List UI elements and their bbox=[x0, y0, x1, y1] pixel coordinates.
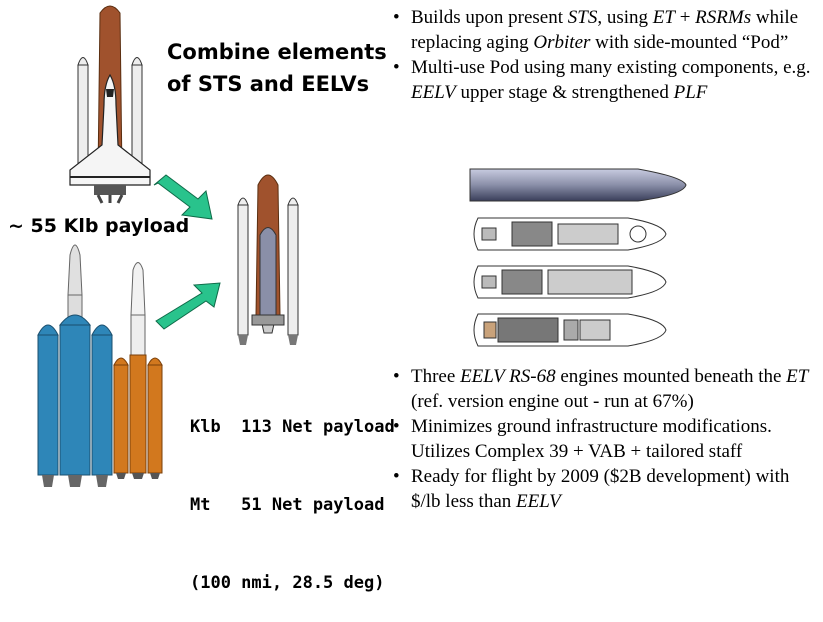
delta-iv-heavy-icon bbox=[37, 244, 113, 487]
pod-cutaway-icon bbox=[473, 217, 667, 251]
pod-cutaway-icon bbox=[473, 313, 667, 347]
net-payload-mt: Mt 51 Net payload bbox=[190, 495, 385, 515]
space-shuttle-icon bbox=[69, 5, 151, 204]
pod-cutaway-icon bbox=[473, 265, 667, 299]
bullet-list-top: Builds upon present STS, using ET + RSRM… bbox=[391, 5, 821, 105]
arrow-icon bbox=[153, 174, 213, 220]
pod-exterior-icon bbox=[469, 168, 687, 202]
bullet-item: Ready for flight by 2009 ($2B developmen… bbox=[391, 464, 821, 514]
bullet-item: Three EELV RS-68 engines mounted beneath… bbox=[391, 364, 821, 414]
title-line-2: of STS and EELVs bbox=[167, 72, 370, 96]
title-line-1: Combine elements bbox=[167, 40, 387, 64]
arrow-icon bbox=[155, 282, 221, 330]
net-payload-klb: Klb 113 Net payload bbox=[190, 417, 395, 437]
sts-pod-vehicle-icon bbox=[237, 174, 299, 345]
diagram-title: Combine elements of STS and EELVs bbox=[167, 36, 387, 100]
bullet-item: Multi-use Pod using many existing compon… bbox=[391, 55, 821, 105]
bullet-list-bottom: Three EELV RS-68 engines mounted beneath… bbox=[391, 364, 821, 514]
atlas-v-heavy-icon bbox=[113, 262, 163, 479]
net-payload-orbit: (100 nmi, 28.5 deg) bbox=[190, 573, 385, 593]
net-payload-block: Klb 113 Net payload Mt 51 Net payload (1… bbox=[190, 362, 395, 622]
bullet-item: Minimizes ground infrastructure modifica… bbox=[391, 414, 821, 464]
sts-payload-label: ~ 55 Klb payload bbox=[8, 215, 190, 237]
bullet-item: Builds upon present STS, using ET + RSRM… bbox=[391, 5, 821, 55]
